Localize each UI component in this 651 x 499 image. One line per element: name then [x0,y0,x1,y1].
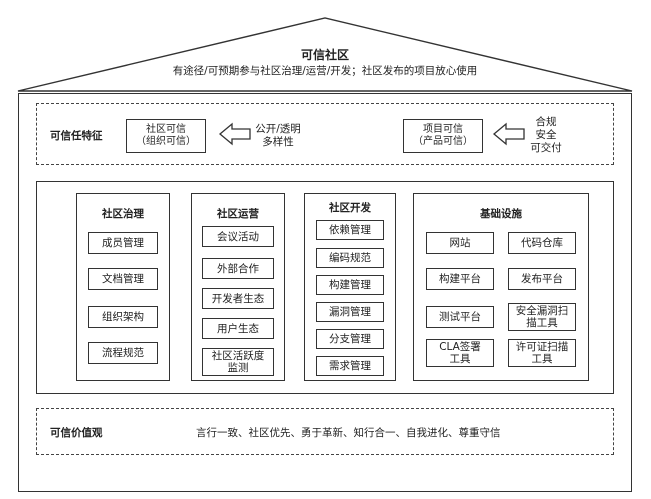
governance-title: 社区治理 [102,208,144,220]
development-item: 分支管理 [316,329,384,349]
development-item: 构建管理 [316,275,384,295]
roof-subtitle: 有途径/可预期参与社区治理/运营/开发；社区发布的项目放心使用 [172,65,478,77]
compliance-text: 合规 安全 可交付 [524,116,568,155]
deliverable-label: 可交付 [530,142,562,154]
project-trust-box: 项目可信 （产品可信） [403,119,483,153]
development-item: 漏洞管理 [316,302,384,322]
project-trust-title: 项目可信 [423,124,463,135]
community-trust-sub: （组织可信） [136,136,196,147]
community-trust-title: 社区可信 [146,124,186,135]
operations-item: 开发者生态 [202,288,274,309]
infrastructure-item: 构建平台 [426,268,494,290]
infrastructure-item: 发布平台 [508,268,576,290]
infrastructure-item: 许可证扫描工具 [508,339,576,367]
operations-title: 社区运营 [217,208,259,220]
infrastructure-item: 测试平台 [426,306,494,328]
infrastructure-item: 网站 [426,232,494,254]
values-text: 言行一致、社区优先、勇于革新、知行合一、自我进化、尊重守信 [196,427,501,439]
development-item: 编码规范 [316,248,384,268]
roof-title: 可信社区 [300,48,349,62]
operations-item: 用户生态 [202,318,274,339]
infrastructure-title: 基础设施 [480,208,522,220]
operations-item: 社区活跃度监测 [202,348,274,376]
infrastructure-item: 代码仓库 [508,232,576,254]
governance-item: 成员管理 [88,232,158,254]
infrastructure-item: 安全漏洞扫描工具 [508,303,576,331]
development-title: 社区开发 [329,202,371,214]
arrow-left-icon [492,122,525,146]
operations-item: 外部合作 [202,258,274,279]
open-diversity-text: 公开/透明 多样性 [250,123,306,149]
community-trust-box: 社区可信 （组织可信） [126,119,206,153]
security-label: 安全 [535,129,557,141]
governance-item: 文档管理 [88,268,158,290]
trust-features-label: 可信任特征 [50,130,103,142]
open-transparent-label: 公开/透明 [255,123,301,135]
values-label: 可信价值观 [50,427,103,439]
arrow-left-icon [218,122,251,146]
governance-item: 组织架构 [88,306,158,328]
diversity-label: 多样性 [262,136,294,148]
governance-item: 流程规范 [88,342,158,364]
values-band [36,408,614,455]
compliance-label: 合规 [535,116,557,128]
development-item: 依赖管理 [316,220,384,240]
infrastructure-item: CLA签署工具 [426,339,494,367]
trust-features-band [36,103,614,165]
operations-item: 会议活动 [202,226,274,247]
development-item: 需求管理 [316,356,384,376]
project-trust-sub: （产品可信） [413,136,473,147]
